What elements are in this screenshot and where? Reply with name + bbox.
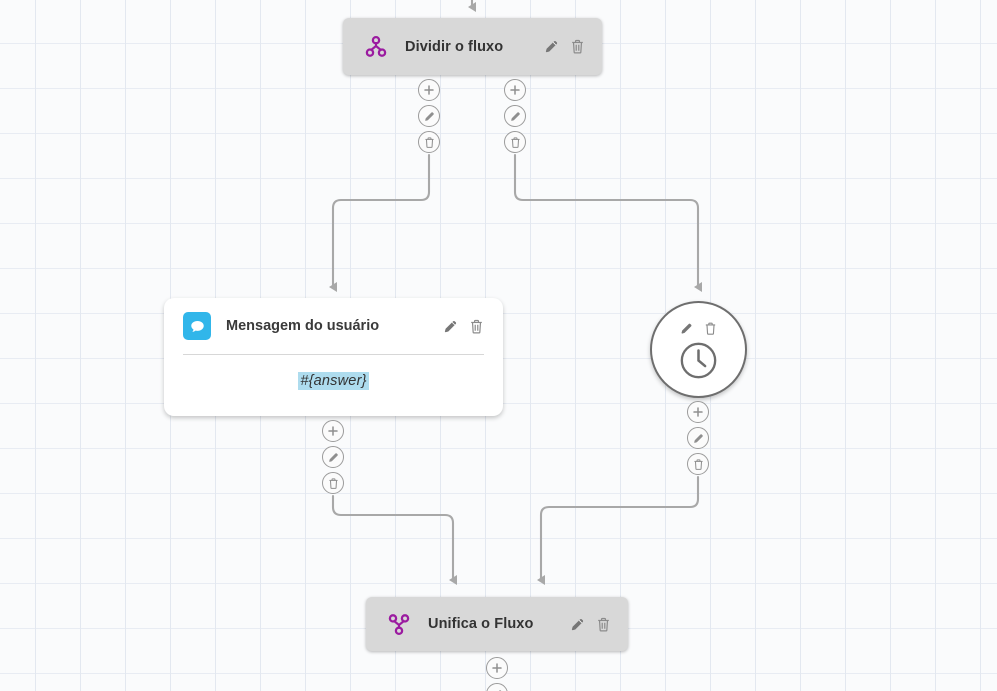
merge-flow-icon <box>386 611 412 637</box>
delete-icon[interactable] <box>569 38 586 55</box>
message-variable-chip[interactable]: #{answer} <box>298 372 369 390</box>
edit-icon[interactable] <box>322 446 344 468</box>
delete-icon[interactable] <box>687 453 709 475</box>
node-merge-actions <box>569 616 612 633</box>
node-merge-title: Unifica o Fluxo <box>428 616 534 632</box>
edge-message-to-merge <box>331 494 457 585</box>
merge-handles[interactable] <box>486 657 508 691</box>
message-card-body: #{answer} <box>164 355 503 407</box>
node-split-title: Dividir o fluxo <box>405 38 504 55</box>
edge-delay-to-merge <box>537 475 700 585</box>
edit-icon[interactable] <box>543 38 560 55</box>
message-card-actions <box>442 318 485 335</box>
node-delay[interactable] <box>650 301 747 398</box>
split-right-handles[interactable] <box>504 79 526 153</box>
delete-icon[interactable] <box>322 472 344 494</box>
edit-icon[interactable] <box>504 105 526 127</box>
add-node-button[interactable] <box>504 79 526 101</box>
message-card-title: Mensagem do usuário <box>226 318 380 334</box>
delay-node-actions <box>679 321 718 336</box>
edit-icon[interactable] <box>442 318 459 335</box>
delete-icon[interactable] <box>504 131 526 153</box>
node-split-actions <box>543 38 586 55</box>
add-node-button[interactable] <box>486 657 508 679</box>
chat-bubble-icon <box>183 312 211 340</box>
edit-icon[interactable] <box>486 683 508 691</box>
node-split-flow[interactable]: Dividir o fluxo <box>343 18 602 75</box>
edit-icon[interactable] <box>687 427 709 449</box>
clock-icon <box>677 339 720 382</box>
edit-icon[interactable] <box>418 105 440 127</box>
split-left-handles[interactable] <box>418 79 440 153</box>
add-node-button[interactable] <box>322 420 344 442</box>
card-divider <box>183 354 484 355</box>
node-user-message[interactable]: Mensagem do usuário <box>164 298 503 416</box>
delete-icon[interactable] <box>468 318 485 335</box>
delete-icon[interactable] <box>595 616 612 633</box>
node-merge-flow[interactable]: Unifica o Fluxo <box>366 597 628 651</box>
message-handles[interactable] <box>322 420 344 494</box>
delete-icon[interactable] <box>418 131 440 153</box>
delete-icon[interactable] <box>703 321 718 336</box>
edge-split-to-delay <box>513 153 702 292</box>
add-node-button[interactable] <box>418 79 440 101</box>
add-node-button[interactable] <box>687 401 709 423</box>
edit-icon[interactable] <box>679 321 694 336</box>
edge-split-to-message <box>329 153 431 292</box>
message-card-header: Mensagem do usuário <box>164 298 503 354</box>
delay-handles[interactable] <box>687 401 709 475</box>
split-flow-icon <box>363 34 389 60</box>
edit-icon[interactable] <box>569 616 586 633</box>
